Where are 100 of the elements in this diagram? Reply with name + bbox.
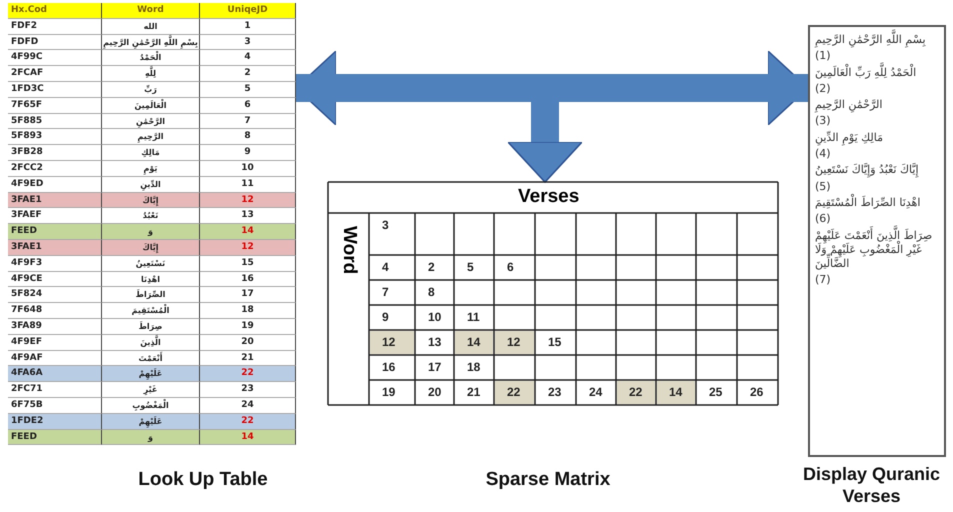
word-id: 1 [200,18,296,35]
arabic-word: الله [102,18,200,35]
word-id: 12 [200,240,296,256]
arabic-word: صِرَاطَ [102,319,200,335]
word-id: 12 [200,192,296,208]
verse-number: (1) [815,49,832,64]
word-id: 10 [427,309,442,326]
column-header: Hx.Cod [8,3,102,19]
verse-text: الرَّحْمَٰنِ الرَّحِيمِ [815,98,884,112]
arabic-word: مَالِكِ [102,145,200,161]
arabic-word: عَلَيْهِمْ [102,414,200,430]
verse-number: (6) [815,212,832,227]
hex-code: 3FAE1 [8,240,102,256]
hex-code: 3FB28 [8,145,102,161]
word-id: 17 [200,287,296,304]
arabic-word: يَوْمِ [102,161,200,177]
word-id: 22 [200,366,296,382]
hex-code: FEED [8,224,102,240]
arabic-word: الْحَمْدُ [102,50,200,66]
word-id: 25 [708,384,724,401]
hex-code: 1FDE2 [8,414,102,430]
hex-code: 2FC71 [8,382,102,398]
column-header: UniqeJD [200,3,296,19]
arabic-word: الرَّحْمَٰنِ [102,114,200,130]
word-id: 20 [200,334,296,351]
verse-text: مَالِكِ يَوْمِ الدِّينِ [815,130,884,146]
word-id: 14 [200,224,296,240]
word-id: 19 [381,384,396,401]
word-id: 3 [381,217,390,234]
word-id: 12 [370,331,414,354]
word-id: 2 [200,66,296,82]
hex-code: 1FD3C [8,82,102,98]
arabic-word: نَسْتَعِينُ [102,256,200,272]
word-id: 8 [427,284,436,301]
word-id: 4 [381,259,390,276]
arabic-word: وَ [102,224,200,240]
word-id: 13 [427,334,442,351]
word-id: 5 [466,259,475,276]
word-id: 6 [506,259,515,276]
hex-code: 4F9AF [8,350,102,366]
word-id: 26 [749,384,764,401]
arabic-word: لِلَّهِ [102,66,200,82]
hex-code: 4FA6A [8,366,102,382]
column-axis-title: Verses [518,186,580,208]
arabic-word: الَّذِينَ [102,334,200,351]
arabic-word: رَبِّ [102,82,200,98]
verse-number: (5) [815,180,832,194]
word-id: 6 [200,98,296,114]
word-id: 18 [200,303,296,319]
word-id: 14 [200,430,296,446]
arabic-word: الْعَالَمِينَ [102,98,200,114]
word-id: 9 [381,309,390,326]
arabic-word: الْمَغْضُوبِ [102,398,200,414]
verse-number: (4) [815,147,832,162]
arabic-word: أَنْعَمْتَ [102,350,200,366]
word-id: 14 [455,331,493,354]
word-id: 7 [200,114,296,130]
word-id: 12 [495,331,534,354]
word-id: 20 [427,384,442,401]
arabic-word: نَعْبُدُ [102,208,200,224]
word-id: 23 [547,384,562,401]
node-title: Display Quranic Verses [802,463,942,507]
word-id: 16 [200,272,296,288]
word-id: 23 [200,382,296,398]
hex-code: 3FA89 [8,319,102,335]
word-id: 3 [200,34,296,50]
arabic-word: الدِّينِ [102,176,200,193]
word-id: 16 [381,359,396,376]
verse-text: إِيَّاكَ نَعْبُدُ وَإِيَّاكَ نَسْتَعِينُ [815,163,920,178]
word-id: 15 [200,256,296,272]
word-id: 8 [200,129,296,146]
word-id: 24 [588,384,604,401]
hex-code: 3FAEF [8,208,102,224]
hex-code: 5F885 [8,114,102,130]
arabic-word: إِيَّاكَ [102,192,200,208]
hex-code: 2FCC2 [8,161,102,177]
word-id: 11 [200,176,296,193]
verse-number: (2) [815,82,832,96]
arabic-word: الرَّحِيمِ [102,129,200,146]
word-id: 13 [200,208,296,224]
hex-code: 4F9EF [8,334,102,351]
word-id: 2 [427,259,436,276]
hex-code: 3FAE1 [8,192,102,208]
hex-code: 4F99C [8,50,102,66]
hex-code: FEED [8,430,102,446]
node-title: Look Up Table [137,469,269,491]
hex-code: 7F65F [8,98,102,114]
hex-code: 4F9CE [8,272,102,288]
word-id: 22 [617,381,655,404]
word-id: 17 [427,359,442,376]
arabic-word: الْمُسْتَقِيمَ [102,303,200,319]
word-id: 19 [200,319,296,335]
word-id: 5 [200,82,296,98]
hex-code: 7F648 [8,303,102,319]
arabic-word: غَيْرِ [102,382,200,398]
word-id: 18 [466,359,482,376]
arabic-word: إِيَّاكَ [102,240,200,256]
arabic-word: الصِّرَاطَ [102,287,200,304]
hex-code: FDFD [8,34,102,50]
hex-code: 5F824 [8,287,102,304]
